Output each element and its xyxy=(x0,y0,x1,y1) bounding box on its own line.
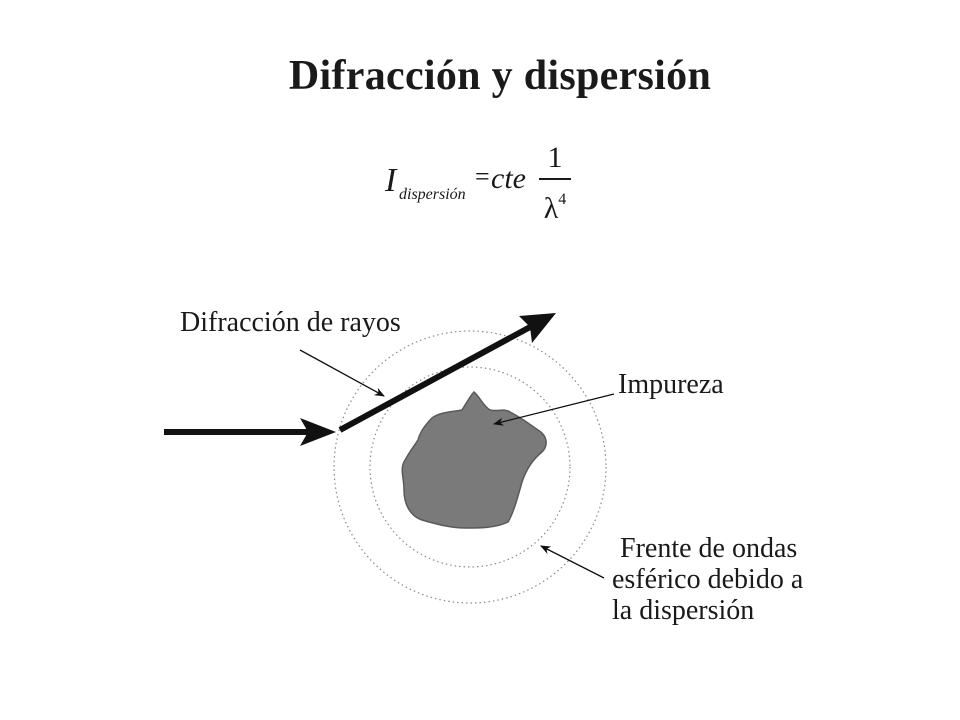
impurity-leader-line xyxy=(492,393,615,426)
formula-wavelength-symbol: λ xyxy=(543,192,559,225)
diffracted-ray-arrowhead xyxy=(519,313,556,343)
wavefront-label-line-3: la dispersión xyxy=(612,595,755,626)
wavefront-label: Frente de ondas esférico debido a la dis… xyxy=(612,533,803,626)
formula-exponent: 4 xyxy=(558,191,567,208)
formula-equals: = xyxy=(475,162,490,191)
diffracted-ray-arrow xyxy=(338,323,534,433)
formula-denominator: λ4 xyxy=(535,182,575,227)
formula-fraction-bar xyxy=(539,178,571,180)
diffraction-leader-line xyxy=(299,349,385,397)
formula-numerator: 1 xyxy=(547,141,563,174)
formula-fraction: 1 λ4 xyxy=(535,140,575,227)
wavefront-label-line-1: Frente de ondas xyxy=(620,533,798,564)
slide-title: Difracción y dispersión xyxy=(288,53,712,99)
impurity-label: Impureza xyxy=(618,369,724,400)
diffraction-label: Difracción de rayos xyxy=(180,307,401,338)
formula-subscript: dispersión xyxy=(399,186,466,203)
wavefront-leader-line xyxy=(540,545,605,579)
incident-ray-arrowhead xyxy=(300,418,336,446)
wavefront-label-line-2: esférico debido a xyxy=(612,564,804,595)
wavefront-outer-circle xyxy=(333,330,607,604)
impurity-shape xyxy=(401,390,547,529)
formula-intensity-symbol: I xyxy=(385,162,397,199)
formula-constant: cte xyxy=(491,162,526,195)
wavefront-inner-circle xyxy=(369,366,571,568)
